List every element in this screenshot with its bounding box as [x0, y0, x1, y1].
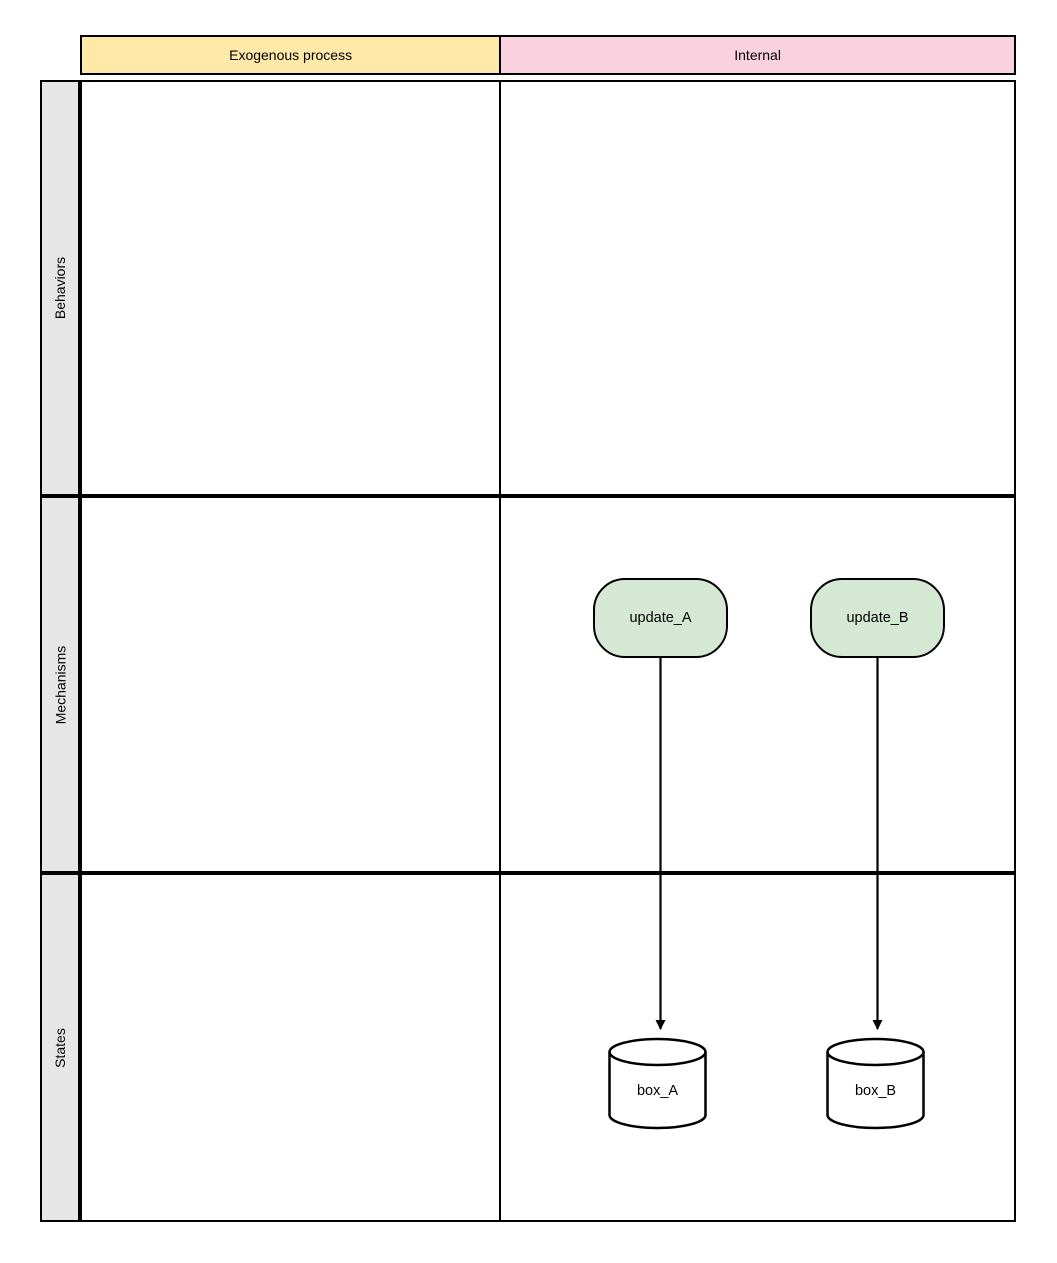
row-label-behaviors: Behaviors [40, 80, 80, 496]
cell-states-internal [501, 875, 1014, 1220]
node-update-b[interactable]: update_B [810, 578, 945, 658]
cell-mechanisms-internal [501, 498, 1014, 871]
node-box-b-label: box_B [854, 1082, 897, 1099]
node-update-a[interactable]: update_A [593, 578, 728, 658]
swimlane-grid: Exogenous process Internal Behaviors Mec… [40, 35, 1016, 1222]
row-label-mechanisms: Mechanisms [40, 496, 80, 873]
node-box-a[interactable]: box_A [608, 1037, 707, 1130]
cell-behaviors-internal [501, 82, 1014, 494]
row-label-states-text: States [52, 1027, 69, 1068]
row-mechanisms [80, 496, 1016, 873]
cylinder-icon [608, 1037, 707, 1130]
row-label-states: States [40, 873, 80, 1222]
column-header-internal: Internal [501, 37, 1014, 73]
node-update-a-label: update_A [629, 610, 692, 626]
node-box-b[interactable]: box_B [826, 1037, 925, 1130]
row-behaviors [80, 80, 1016, 496]
node-box-a-label: box_A [636, 1082, 679, 1099]
row-label-mechanisms-text: Mechanisms [52, 645, 68, 724]
cell-behaviors-exogenous [82, 82, 502, 494]
column-header-row: Exogenous process Internal [80, 35, 1016, 75]
cylinder-icon [826, 1037, 925, 1130]
cell-states-exogenous [82, 875, 502, 1220]
column-header-exogenous: Exogenous process [82, 37, 502, 73]
row-label-behaviors-text: Behaviors [52, 256, 69, 320]
cell-mechanisms-exogenous [82, 498, 502, 871]
node-update-b-label: update_B [846, 610, 909, 626]
